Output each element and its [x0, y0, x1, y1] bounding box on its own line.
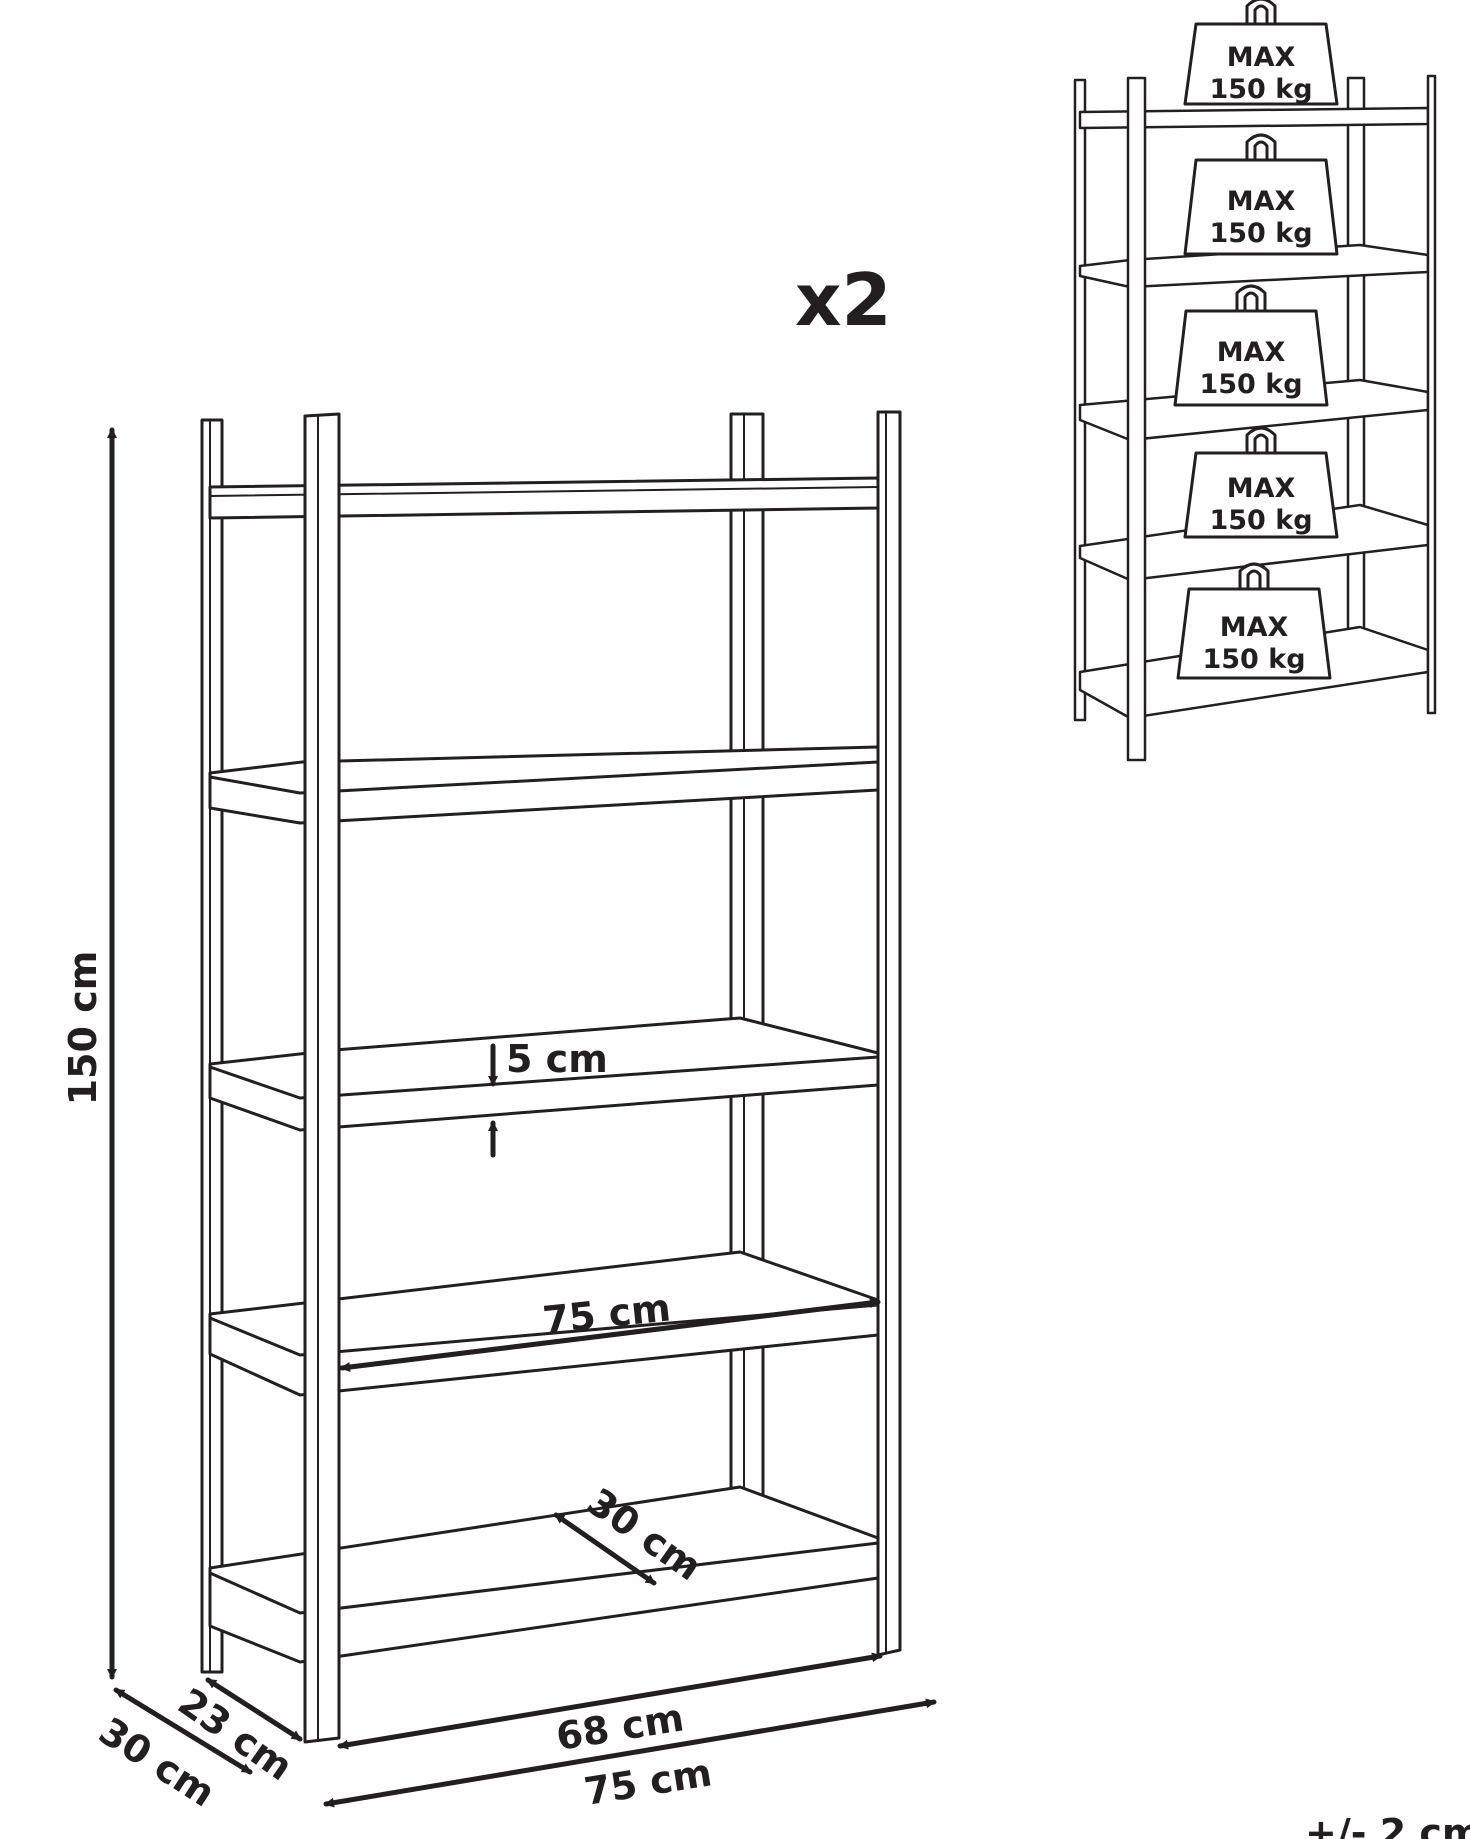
inset-front-right-post	[1426, 74, 1437, 715]
shelf-gap-label: 5 cm	[506, 1037, 608, 1081]
weight-max-label: MAX	[1227, 473, 1296, 504]
weight-max-label: MAX	[1227, 186, 1296, 217]
inset-front-left-post	[1126, 76, 1147, 762]
load-weight-1: MAX 150 kg	[1183, 0, 1339, 106]
inset-back-right-post	[1346, 76, 1366, 662]
load-weight-5: MAX 150 kg	[1176, 562, 1332, 680]
quantity-label: x2	[795, 258, 892, 342]
weight-value-label: 150 kg	[1199, 369, 1302, 400]
height-label: 150 cm	[61, 951, 105, 1106]
load-weight-4: MAX 150 kg	[1183, 426, 1339, 539]
front-right-post	[876, 410, 902, 1657]
dimension-inner-width: 68 cm	[337, 1652, 883, 1759]
weight-max-label: MAX	[1217, 337, 1286, 368]
weight-value-label: 150 kg	[1209, 74, 1312, 105]
load-weight-2: MAX 150 kg	[1183, 133, 1339, 256]
weight-value-label: 150 kg	[1209, 218, 1312, 249]
inset-back-left-post	[1073, 78, 1087, 722]
back-right-post	[729, 412, 765, 1572]
load-weight-3: MAX 150 kg	[1173, 284, 1329, 407]
front-left-post	[303, 412, 341, 1744]
weight-max-label: MAX	[1227, 42, 1296, 73]
tolerance-label: +/- 2 cm	[1305, 1811, 1470, 1839]
dimension-height: 150 cm	[61, 427, 117, 1680]
weight-value-label: 150 kg	[1202, 644, 1305, 675]
dimension-shelf-gap: 5 cm	[488, 1037, 608, 1158]
weight-value-label: 150 kg	[1209, 505, 1312, 536]
back-left-post	[200, 418, 224, 1674]
load-capacity-inset: MAX 150 kg MAX 150 kg MAX 150 kg MAX 150…	[1073, 0, 1437, 762]
weight-max-label: MAX	[1220, 612, 1289, 643]
